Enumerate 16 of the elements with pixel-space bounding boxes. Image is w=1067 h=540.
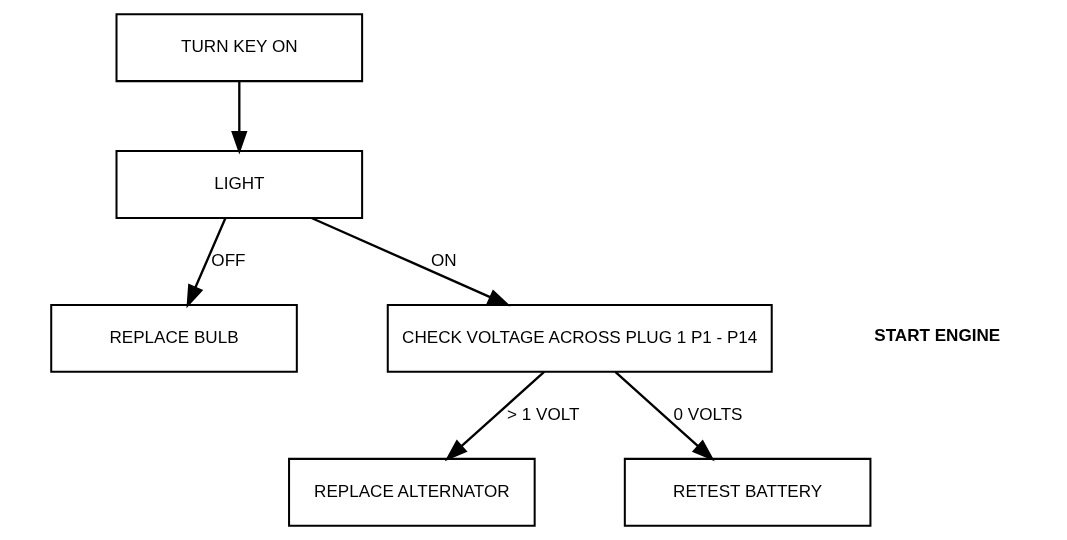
arrow — [186, 217, 227, 309]
arrow — [231, 81, 248, 155]
node-box: LIGHT — [115, 150, 364, 219]
arrow — [444, 371, 545, 462]
arrow — [614, 371, 715, 462]
edge-label: OFF — [211, 250, 246, 270]
label: START ENGINE — [874, 326, 1001, 346]
node-box: CHECK VOLTAGE ACROSS PLUG 1 P1 - P14 — [386, 303, 773, 373]
edge-label: > 1 VOLT — [507, 404, 580, 424]
edge-label: ON — [430, 250, 457, 270]
arrow — [311, 216, 511, 307]
node-box: RETEST BATTERY — [623, 457, 872, 527]
node-box: REPLACE BULB — [50, 303, 298, 373]
node-box: TURN KEY ON — [115, 13, 364, 83]
node-box: REPLACE ALTERNATOR — [288, 457, 536, 527]
edge-label: 0 VOLTS — [673, 404, 743, 424]
